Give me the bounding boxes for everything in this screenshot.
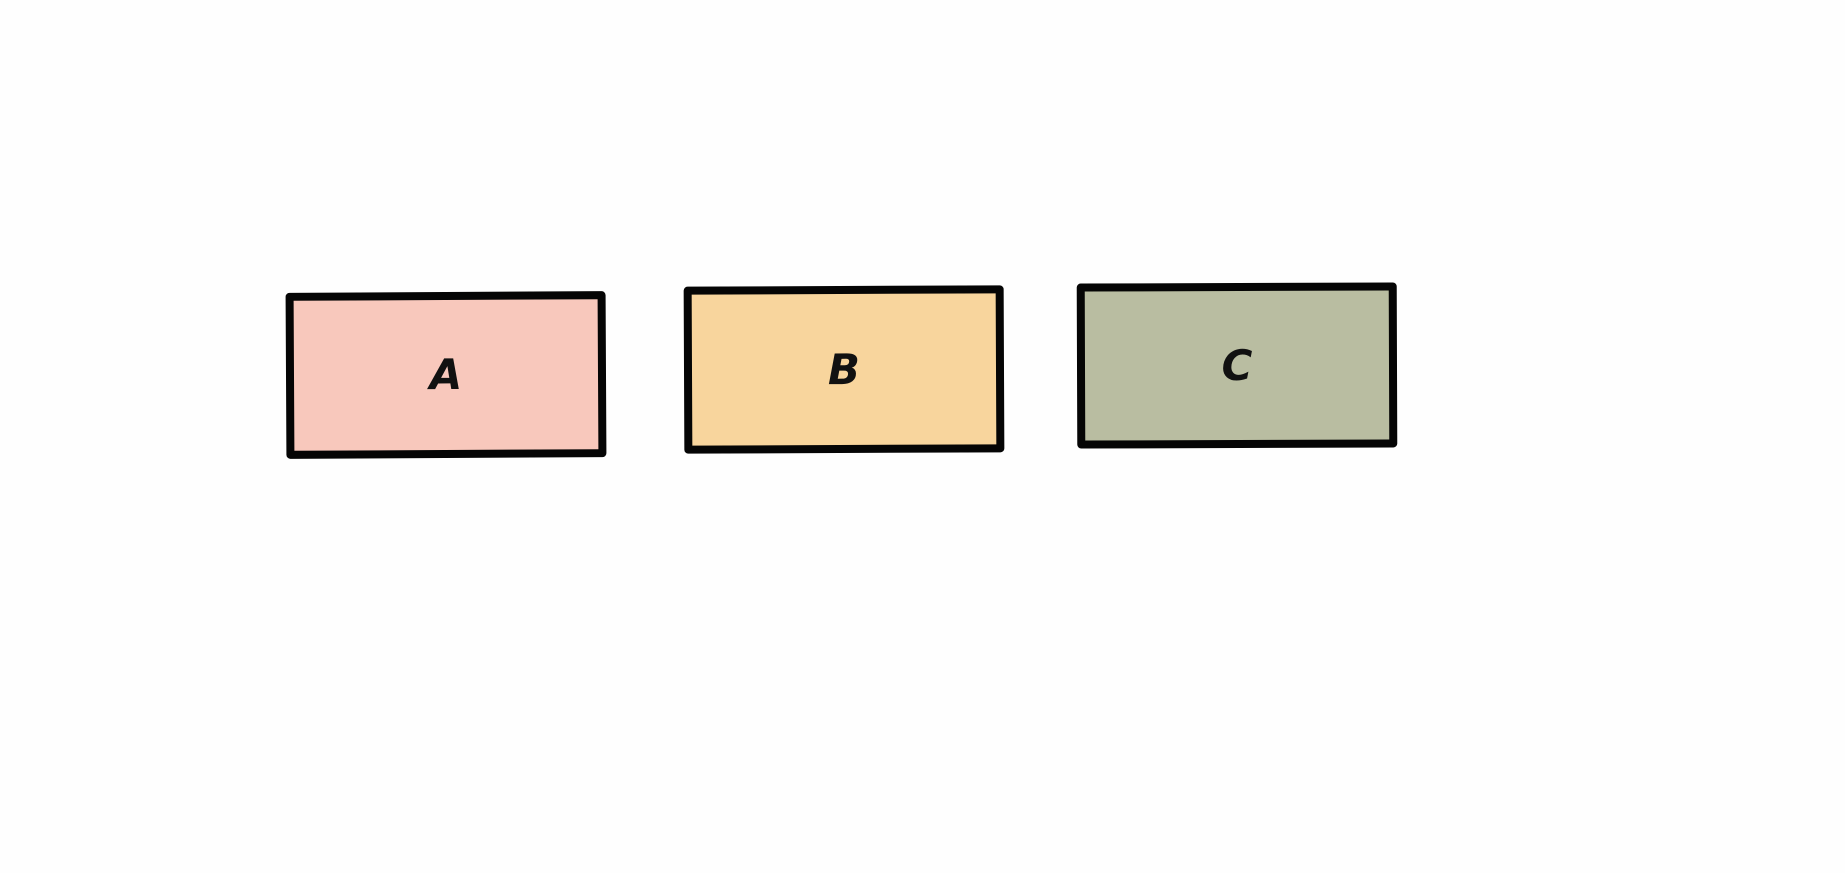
box-b[interactable]: B [683, 285, 1005, 454]
box-b-label: B [827, 344, 861, 394]
box-c-label: C [1221, 340, 1253, 390]
box-a-label: A [429, 349, 463, 400]
box-a[interactable]: A [285, 291, 607, 459]
box-c[interactable]: C [1076, 282, 1398, 449]
